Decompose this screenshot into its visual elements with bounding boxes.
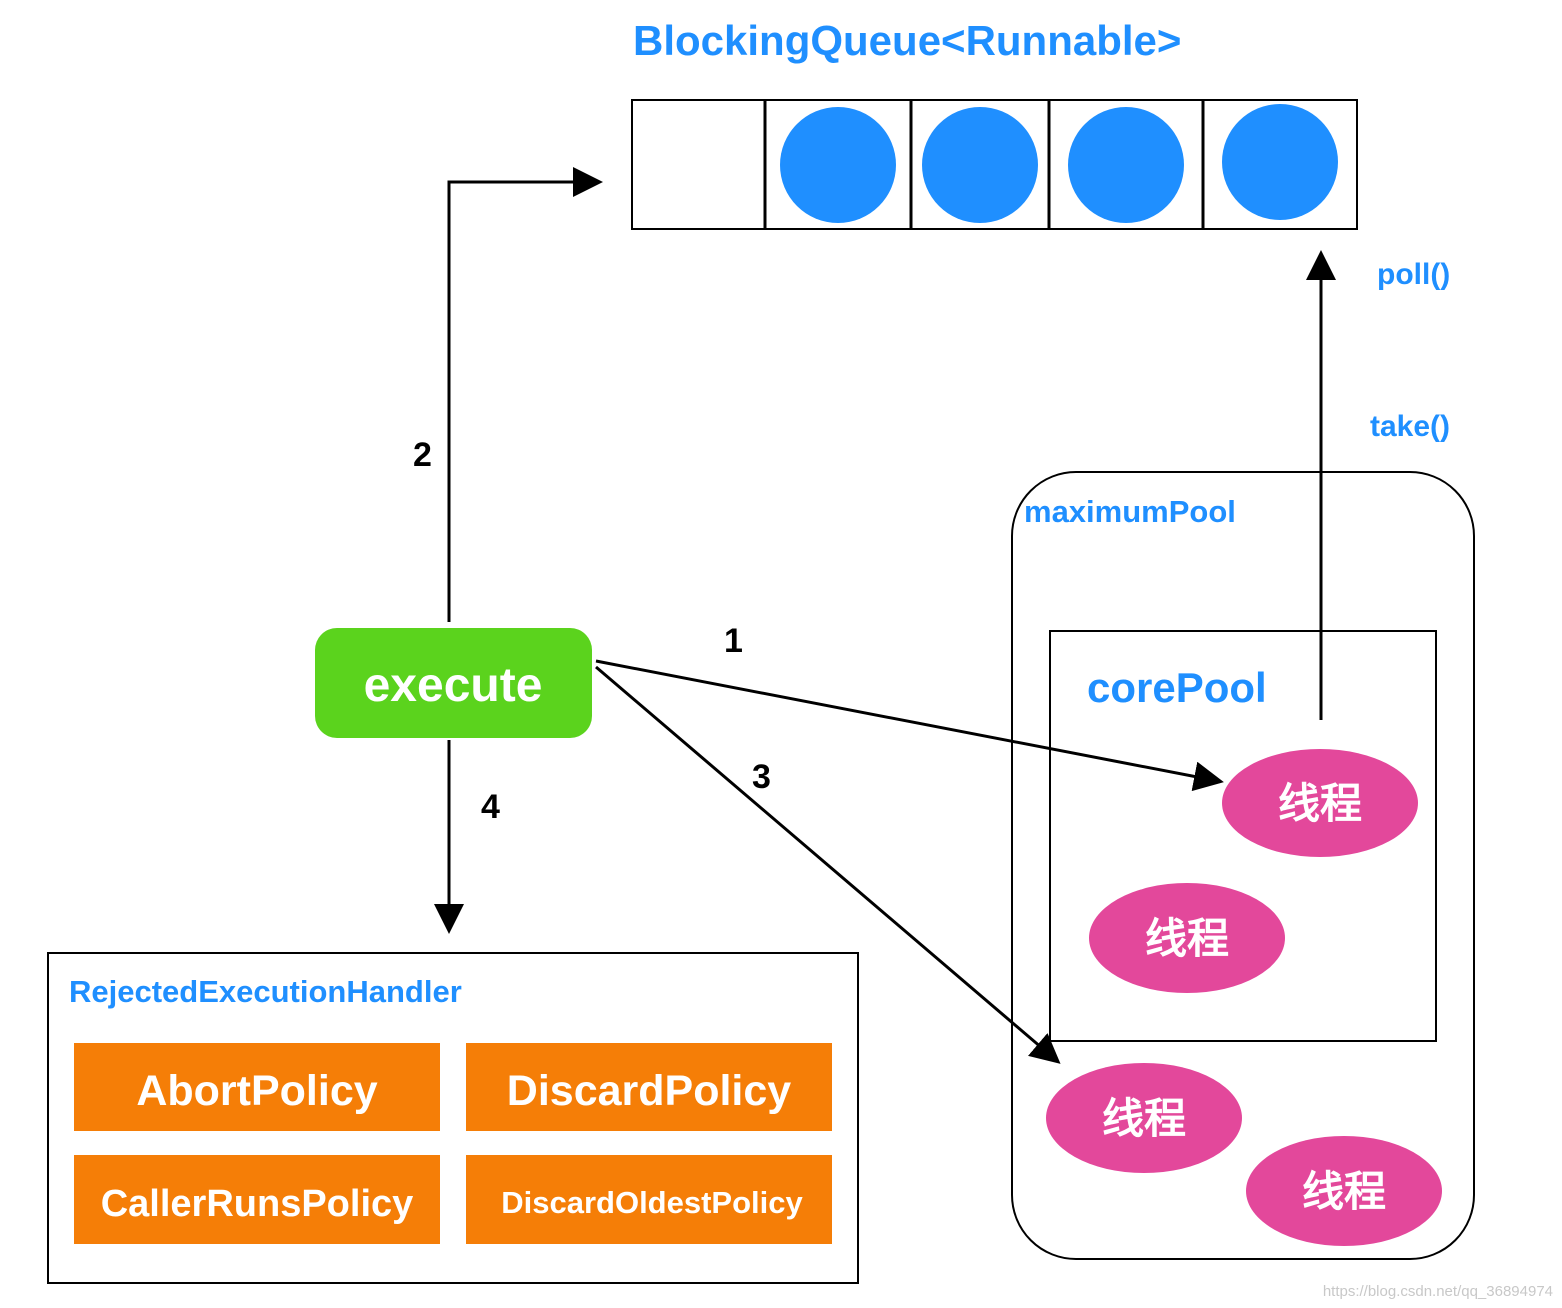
core-pool-box (1049, 630, 1437, 1042)
queue-task-item (1222, 104, 1338, 220)
policy-discard: DiscardPolicy (466, 1043, 832, 1131)
policy-abort: AbortPolicy (74, 1043, 440, 1131)
thread-label: 线程 (1278, 780, 1362, 827)
policy-label: DiscardOldestPolicy (501, 1185, 803, 1220)
blocking-queue (631, 99, 1358, 230)
thread-ellipse (1089, 883, 1285, 993)
execute-node: execute (315, 628, 592, 738)
step-4-label: 4 (481, 788, 500, 826)
core-pool-label: corePool (1087, 664, 1267, 711)
queue-task-item (780, 107, 896, 223)
queue-task-item (922, 107, 1038, 223)
policy-label: AbortPolicy (136, 1067, 377, 1115)
poll-label: poll() (1377, 258, 1450, 291)
policy-box (74, 1043, 440, 1131)
thread-ellipse (1222, 749, 1418, 857)
thread-ellipse (1246, 1136, 1442, 1246)
thread-label: 线程 (1302, 1168, 1386, 1215)
take-label: take() (1370, 410, 1450, 443)
queue-task-item (1068, 107, 1184, 223)
thread-label: 线程 (1145, 915, 1229, 962)
step-3-label: 3 (752, 758, 771, 796)
thread-core-2: 线程 (1089, 883, 1285, 993)
maximum-pool-label: maximumPool (1024, 494, 1236, 529)
policy-discard-oldest: DiscardOldestPolicy (466, 1155, 832, 1244)
arrow-to-core-thread (595, 659, 1224, 792)
thread-core-1: 线程 (1222, 749, 1418, 857)
arrow-to-queue (447, 167, 603, 622)
thread-extra-2: 线程 (1246, 1136, 1442, 1246)
maximum-pool-box (1011, 471, 1475, 1260)
policy-label: DiscardPolicy (507, 1067, 791, 1115)
execute-label: execute (364, 659, 543, 712)
queue-title: BlockingQueue<Runnable> (633, 17, 1181, 64)
thread-label: 线程 (1102, 1095, 1186, 1142)
policy-box (466, 1043, 832, 1131)
policy-caller-runs: CallerRunsPolicy (74, 1155, 440, 1244)
step-1-label: 1 (724, 622, 743, 660)
thread-ellipse (1046, 1063, 1242, 1173)
policy-box (466, 1155, 832, 1244)
step-2-label: 2 (413, 436, 432, 474)
watermark-text: https://blog.csdn.net/qq_36894974 (1323, 1283, 1553, 1300)
execute-box (315, 628, 592, 738)
handler-box (47, 952, 859, 1284)
policy-label: CallerRunsPolicy (101, 1183, 414, 1225)
thread-extra-1: 线程 (1046, 1063, 1242, 1173)
policy-box (74, 1155, 440, 1244)
arrow-to-extra-thread (595, 665, 1061, 1064)
handler-title: RejectedExecutionHandler (69, 974, 462, 1009)
